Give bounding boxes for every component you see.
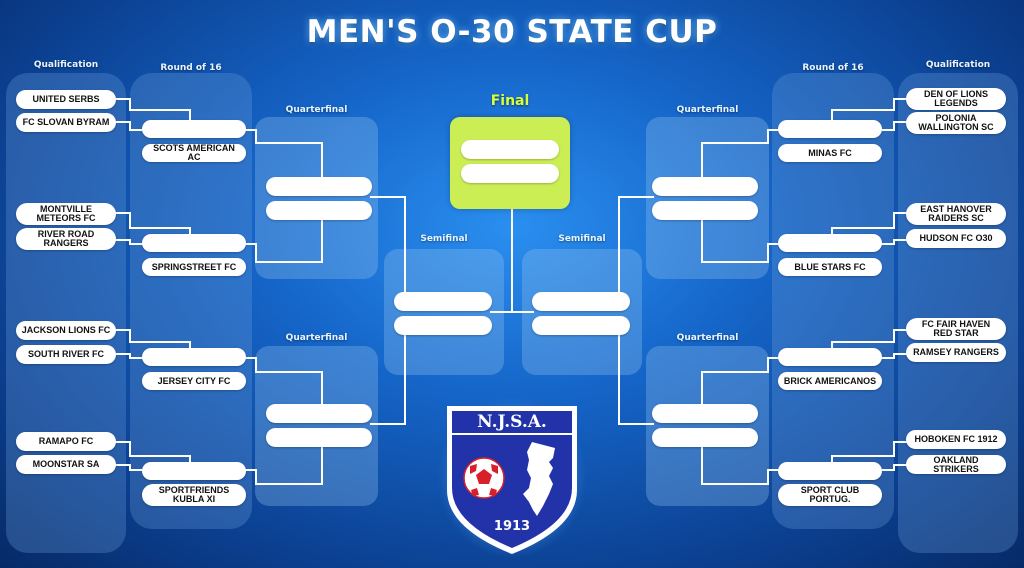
left-qual-team-4: RIVER ROAD RANGERS <box>16 228 116 250</box>
left-qf-slot-4 <box>266 428 372 447</box>
left-qual-team-2: FC SLOVAN BYRAM <box>16 113 116 132</box>
label-right-quarterfinal-bottom: Quarterfinal <box>676 333 739 343</box>
right-qual-team-3: EAST HANOVER RAIDERS SC <box>906 203 1006 225</box>
right-qual-team-6: RAMSEY RANGERS <box>906 343 1006 362</box>
left-qual-team-3: MONTVILLE METEORS FC <box>16 203 116 225</box>
right-qf-slot-2 <box>652 201 758 220</box>
left-r16-team-1: SCOTS AMERICAN AC <box>142 144 246 162</box>
left-r16-team-3: JERSEY CITY FC <box>142 372 246 390</box>
left-qf-slot-1 <box>266 177 372 196</box>
right-qual-team-8: OAKLAND STRIKERS <box>906 455 1006 474</box>
right-qf-slot-4 <box>652 428 758 447</box>
new-jersey-map-icon <box>523 442 555 516</box>
final-slot-2 <box>461 164 559 183</box>
right-qual-team-2: POLONIA WALLINGTON SC <box>906 112 1006 134</box>
page-title: MEN'S O-30 STATE CUP <box>306 14 718 50</box>
soccer-ball-icon <box>463 457 505 499</box>
right-r16-team-3: BRICK AMERICANOS <box>778 372 882 390</box>
left-sf-slot-1 <box>394 292 492 311</box>
left-r16-slot-2 <box>142 234 246 252</box>
left-r16-team-2: SPRINGSTREET FC <box>142 258 246 276</box>
left-qual-team-1: UNITED SERBS <box>16 90 116 109</box>
right-semifinal-panel <box>522 249 642 375</box>
label-right-round16: Round of 16 <box>802 63 864 73</box>
logo-text: N.J.S.A. <box>477 412 547 432</box>
right-qf-slot-1 <box>652 177 758 196</box>
label-left-quarterfinal-top: Quarterfinal <box>285 105 348 115</box>
label-left-quarterfinal-bottom: Quarterfinal <box>285 333 348 343</box>
left-r16-slot-1 <box>142 120 246 138</box>
left-r16-team-4: SPORTFRIENDS KUBLA XI <box>142 484 246 506</box>
left-qf-slot-3 <box>266 404 372 423</box>
label-left-semifinal: Semifinal <box>420 234 468 244</box>
left-qual-team-5: JACKSON LIONS FC <box>16 321 116 340</box>
right-r16-slot-4 <box>778 462 882 480</box>
right-r16-team-1: MINAS FC <box>778 144 882 162</box>
njsa-logo: N.J.S.A. 1913 <box>437 398 587 558</box>
right-qual-team-4: HUDSON FC O30 <box>906 229 1006 248</box>
label-right-semifinal: Semifinal <box>558 234 606 244</box>
label-left-qualification: Qualification <box>33 60 99 70</box>
right-qual-team-1: DEN OF LIONS LEGENDS <box>906 88 1006 110</box>
label-final: Final <box>490 93 530 109</box>
right-sf-slot-1 <box>532 292 630 311</box>
right-r16-slot-3 <box>778 348 882 366</box>
right-qual-team-7: HOBOKEN FC 1912 <box>906 430 1006 449</box>
left-qual-team-8: MOONSTAR SA <box>16 455 116 474</box>
logo-year: 1913 <box>494 519 530 534</box>
left-qual-team-7: RAMAPO FC <box>16 432 116 451</box>
left-qf-slot-2 <box>266 201 372 220</box>
right-r16-team-4: SPORT CLUB PORTUG. <box>778 484 882 506</box>
label-right-qualification: Qualification <box>925 60 991 70</box>
label-right-quarterfinal-top: Quarterfinal <box>676 105 739 115</box>
right-r16-slot-1 <box>778 120 882 138</box>
right-sf-slot-2 <box>532 316 630 335</box>
right-r16-team-2: BLUE STARS FC <box>778 258 882 276</box>
left-r16-slot-4 <box>142 462 246 480</box>
final-slot-1 <box>461 140 559 159</box>
right-r16-slot-2 <box>778 234 882 252</box>
right-qual-team-5: FC FAIR HAVEN RED STAR <box>906 318 1006 340</box>
left-qual-team-6: SOUTH RIVER FC <box>16 345 116 364</box>
final-box <box>450 117 570 209</box>
left-sf-slot-2 <box>394 316 492 335</box>
right-qf-slot-3 <box>652 404 758 423</box>
label-left-round16: Round of 16 <box>160 63 222 73</box>
left-r16-slot-3 <box>142 348 246 366</box>
